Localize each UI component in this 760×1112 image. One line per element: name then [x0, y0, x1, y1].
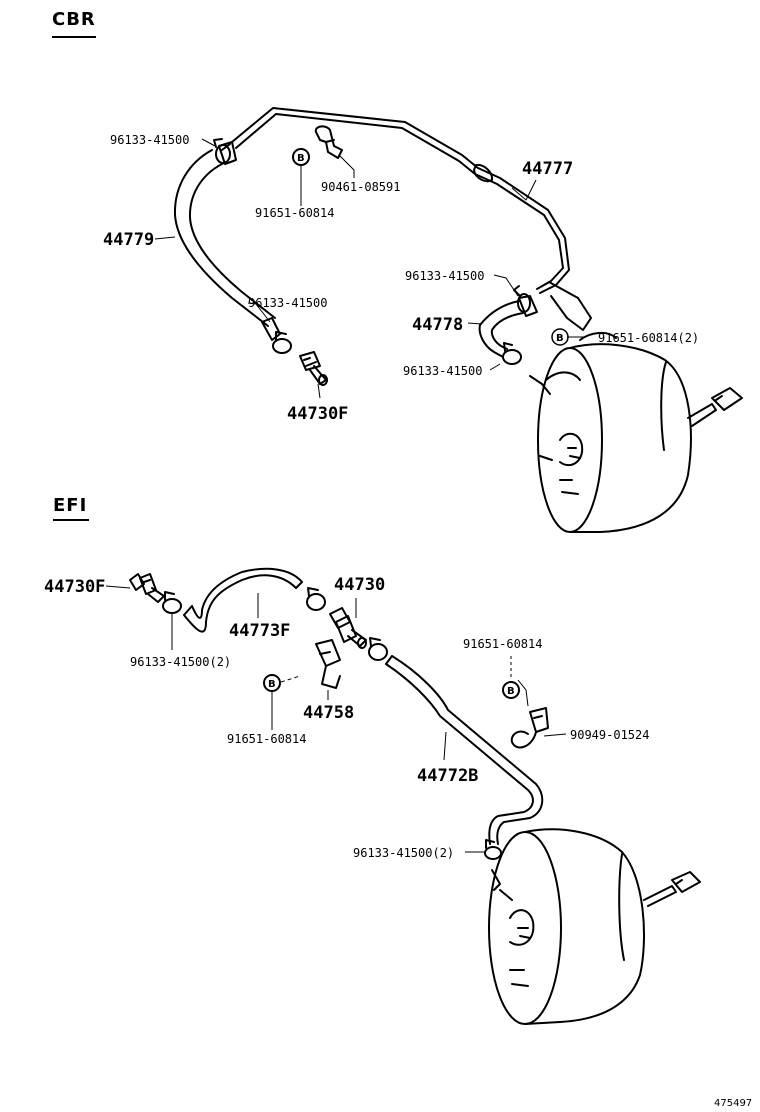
hose-clamp-cbr-right-lower: [502, 342, 522, 365]
hose-clamp-cbr-lower-left: [272, 331, 292, 354]
check-valve-44730f-efi: [129, 573, 165, 603]
vacuum-hose-44773f: [183, 567, 303, 633]
callout-44758: 44758: [303, 703, 354, 723]
vacuum-hose-44772b: [385, 655, 544, 845]
vacuum-hose-44778: [478, 295, 538, 358]
callout-96133-41500-d: 96133-41500: [403, 364, 482, 378]
callout-91651-60814-2: 91651-60814(2): [598, 331, 699, 345]
callout-91651-60814-a: 91651-60814: [255, 206, 334, 220]
check-valve-44730-efi: [329, 607, 367, 649]
hose-clamp-efi-left: [162, 591, 182, 614]
callout-96133-41500-2-efi-b: 96133-41500(2): [353, 846, 454, 860]
section-underline-cbr: [52, 36, 96, 38]
callout-44730f-cbr: 44730F: [287, 404, 348, 424]
callout-44773f: 44773F: [229, 621, 290, 641]
callout-44730: 44730: [334, 575, 385, 595]
bolt-badge-efi-1-letter: B: [268, 679, 276, 690]
bolt-badge-efi-1: [263, 674, 281, 692]
hose-clamp-efi-right: [368, 637, 388, 661]
callout-91651-60814-efi-a: 91651-60814: [463, 637, 542, 651]
bolt-badge-cbr-2-letter: B: [556, 333, 564, 344]
bolt-badge-cbr-1-letter: B: [297, 153, 305, 164]
callout-96133-41500-a: 96133-41500: [110, 133, 189, 147]
check-valve-44730f-cbr: [299, 351, 328, 386]
callout-44779: 44779: [103, 230, 154, 250]
callout-96133-41500-b: 96133-41500: [248, 296, 327, 310]
figure-number: 475497: [714, 1098, 752, 1109]
section-underline-efi: [53, 519, 89, 521]
vacuum-hose-44779: [173, 141, 281, 341]
pipe-clamp-90461: [314, 125, 343, 159]
vacuum-pipe-44777: [231, 107, 592, 331]
brake-booster-cbr: [529, 332, 743, 533]
brake-booster-efi: [488, 828, 701, 1025]
callout-44778: 44778: [412, 315, 463, 335]
callout-90949-01524: 90949-01524: [570, 728, 649, 742]
callout-44772b: 44772B: [417, 766, 478, 786]
section-label-efi: EFI: [53, 495, 88, 516]
hose-clamp-efi-booster: [484, 839, 502, 860]
bracket-44758: [315, 639, 341, 689]
callout-96133-41500-c: 96133-41500: [405, 269, 484, 283]
bolt-badge-cbr-2: [551, 328, 569, 346]
bolt-badge-efi-2: [502, 681, 520, 699]
callout-44730f-efi: 44730F: [44, 577, 105, 597]
section-label-cbr: CBR: [52, 9, 96, 30]
bolt-badge-efi-2-letter: B: [507, 686, 515, 697]
hose-clamp-cbr-top: [213, 138, 231, 164]
bolt-badge-cbr-1: [292, 148, 310, 166]
callout-90461-08591: 90461-08591: [321, 180, 400, 194]
hose-clamp-efi-middle: [306, 587, 326, 611]
leader-lines: [105, 138, 586, 853]
hose-clamp-90949: [510, 707, 549, 749]
callout-91651-60814-efi-b: 91651-60814: [227, 732, 306, 746]
callout-96133-41500-2-efi-a: 96133-41500(2): [130, 655, 231, 669]
callout-44777: 44777: [522, 159, 573, 179]
